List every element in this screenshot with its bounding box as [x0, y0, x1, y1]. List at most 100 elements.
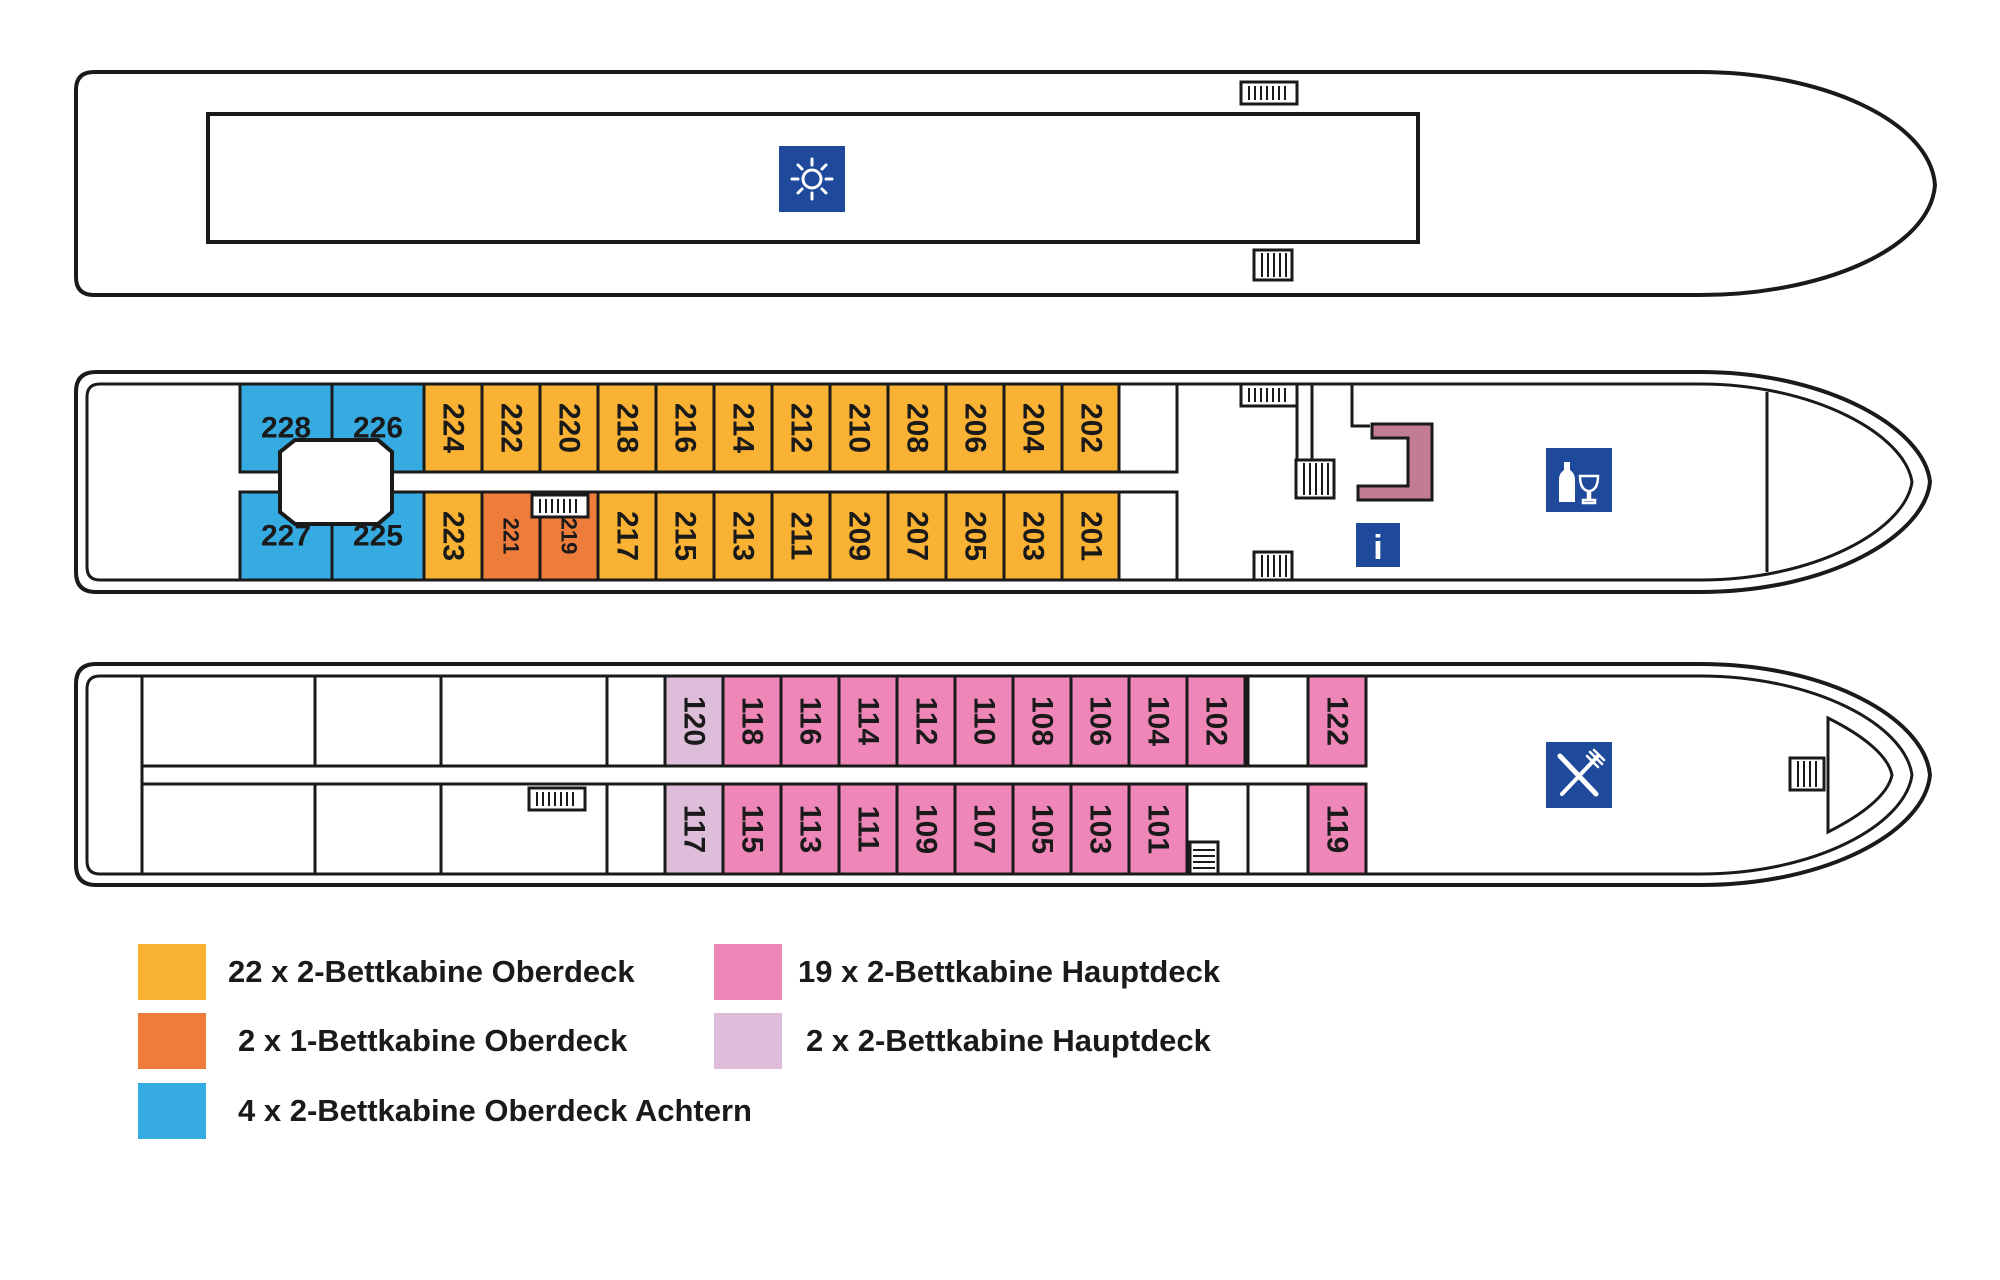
cabin-208[interactable]: 208	[886, 382, 948, 474]
legend-label: 19 x 2-Bettkabine Hauptdeck	[798, 954, 1221, 989]
cabin-number: 213	[727, 511, 760, 561]
cabin-113[interactable]: 113	[779, 782, 841, 876]
cabin-212[interactable]: 212	[770, 382, 832, 474]
cabin-211[interactable]: 211	[770, 490, 832, 582]
cabin-number: 110	[968, 697, 1001, 745]
cabin-215[interactable]: 215	[654, 490, 716, 582]
cabin-224[interactable]: 224	[422, 382, 484, 474]
cabin-122[interactable]: 122	[1306, 674, 1368, 768]
cabin-204[interactable]: 204	[1002, 382, 1064, 474]
cabin-number: 215	[669, 511, 702, 561]
cabin-number: 111	[852, 806, 885, 853]
stairs-icon	[1788, 756, 1826, 792]
cabin-117[interactable]: 117	[663, 782, 725, 876]
cabin-203[interactable]: 203	[1002, 490, 1064, 582]
upper-deck-hull-inner	[85, 382, 1914, 582]
cabin-216[interactable]: 216	[654, 382, 716, 474]
cabin-103[interactable]: 103	[1069, 782, 1131, 876]
bar-icon	[1546, 448, 1612, 512]
cabin-number: 122	[1321, 696, 1354, 746]
legend-label: 22 x 2-Bettkabine Oberdeck	[228, 954, 635, 989]
cabin-214[interactable]: 214	[712, 382, 774, 474]
cabin-106[interactable]: 106	[1069, 674, 1131, 768]
cabin-119[interactable]: 119	[1306, 782, 1368, 876]
cabin-107[interactable]: 107	[953, 782, 1015, 876]
cabin-number: 101	[1142, 804, 1175, 854]
cabin-number: 209	[843, 511, 876, 561]
cabin-217[interactable]: 217	[596, 490, 658, 582]
legend-item: 19 x 2-Bettkabine Hauptdeck	[714, 944, 1220, 1000]
cabin-number: 116	[794, 697, 827, 745]
cabin-201[interactable]: 201	[1060, 490, 1122, 582]
cabin-104[interactable]: 104	[1127, 674, 1189, 768]
cabin-207[interactable]: 207	[886, 490, 948, 582]
cabin-108[interactable]: 108	[1011, 674, 1073, 768]
stairs-icon	[1294, 458, 1336, 500]
cabin-fill	[828, 490, 890, 582]
cabin-114[interactable]: 114	[837, 674, 899, 768]
cabin-number: 113	[794, 805, 827, 853]
cabin-number: 115	[736, 805, 769, 853]
cabin-210[interactable]: 210	[828, 382, 890, 474]
cabin-101[interactable]: 101	[1127, 782, 1189, 876]
cabin-fill	[1127, 674, 1189, 768]
cabin-205[interactable]: 205	[944, 490, 1006, 582]
cabin-number: 217	[611, 511, 644, 561]
cabin-223[interactable]: 223	[422, 490, 484, 582]
cabin-fill	[480, 490, 542, 582]
cabin-109[interactable]: 109	[895, 782, 957, 876]
cabin-116[interactable]: 116	[779, 674, 841, 768]
cabin-number: 112	[910, 697, 943, 745]
stairs-icon	[1252, 248, 1294, 282]
cabin-213[interactable]: 213	[712, 490, 774, 582]
cabin-206[interactable]: 206	[944, 382, 1006, 474]
cabin-number: 117	[678, 805, 711, 853]
cabin-220[interactable]: 220	[538, 382, 600, 474]
cabin-118[interactable]: 118	[721, 674, 783, 768]
main-deck-bow-line	[1826, 715, 1894, 835]
cabin-number: 109	[910, 804, 943, 854]
cabin-fill	[596, 490, 658, 582]
cabin-fill	[1127, 782, 1189, 876]
cabin-fill	[1185, 674, 1247, 768]
cabin-225[interactable]: 225	[330, 490, 426, 582]
cabin-fill	[1069, 782, 1131, 876]
upper-deck-room	[1117, 382, 1179, 474]
cabin-fill	[1306, 782, 1368, 876]
cabin-218[interactable]: 218	[596, 382, 658, 474]
cabin-number: 206	[959, 403, 992, 453]
cabin-number: 208	[901, 403, 934, 453]
cabin-fill	[1060, 490, 1122, 582]
legend-swatch	[138, 1013, 206, 1069]
stairs-icon	[1239, 80, 1299, 106]
cabin-number: 210	[843, 403, 876, 453]
cabin-112[interactable]: 112	[895, 674, 957, 768]
legend-swatch	[138, 944, 206, 1000]
cabin-222[interactable]: 222	[480, 382, 542, 474]
cabin-111[interactable]: 111	[837, 782, 899, 876]
cabin-209[interactable]: 209	[828, 490, 890, 582]
cabin-202[interactable]: 202	[1060, 382, 1122, 474]
cabin-number: 201	[1075, 511, 1108, 561]
cabin-fill	[837, 674, 899, 768]
cabin-number: 221	[499, 518, 524, 555]
svg-text:i: i	[1373, 529, 1382, 567]
cabin-221[interactable]: 221	[480, 490, 542, 582]
main-deck-room	[1246, 782, 1310, 876]
cabin-number: 212	[785, 403, 818, 453]
cabin-number: 119	[1321, 805, 1354, 853]
cabin-120[interactable]: 120	[663, 674, 725, 768]
cabin-number: 211	[785, 512, 818, 560]
cabin-105[interactable]: 105	[1011, 782, 1073, 876]
cabin-115[interactable]: 115	[721, 782, 783, 876]
cabin-fill	[828, 382, 890, 474]
cabin-102[interactable]: 102	[1185, 674, 1247, 768]
cabin-110[interactable]: 110	[953, 674, 1015, 768]
info-icon: i	[1356, 523, 1400, 567]
cabin-number: 105	[1026, 804, 1059, 854]
cabin-number: 223	[437, 511, 470, 561]
cabin-fill	[1060, 382, 1122, 474]
restaurant-icon	[1546, 742, 1612, 808]
